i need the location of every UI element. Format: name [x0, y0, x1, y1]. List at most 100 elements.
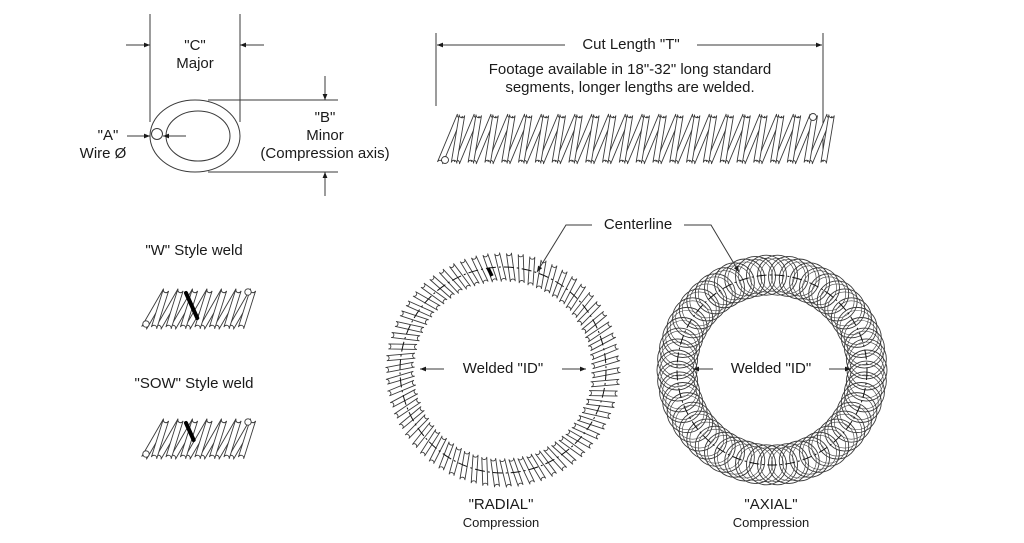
- radial-coil-loop: [386, 352, 416, 362]
- weld-spring-strand: [179, 419, 199, 459]
- axial-coil-loop: [724, 440, 766, 482]
- weld-spring-strand: [165, 419, 184, 459]
- weld-spring-strand: [208, 419, 228, 459]
- axial-coil-loop: [757, 254, 798, 296]
- cut-length-note-line1: Footage available in 18"-32" long standa…: [488, 61, 772, 78]
- a-dimension-desc: Wire Ø: [79, 145, 127, 162]
- cut-length-dimension: [435, 33, 824, 162]
- axial-coil-loop: [746, 254, 787, 296]
- axial-coil-loop-inner: [665, 385, 701, 420]
- weld-spring-strand: [223, 419, 242, 459]
- axial-coil-loop: [843, 327, 885, 369]
- axial-coil-loop: [830, 297, 872, 339]
- radial-coil-loop: [405, 300, 435, 318]
- axial-coil-loop: [704, 431, 745, 473]
- axial-coil-loop: [799, 431, 840, 473]
- axial-coil-loop-inner: [802, 434, 837, 470]
- b-dimension-label: "B": [314, 109, 336, 126]
- weld-spring-strand: [150, 419, 170, 459]
- radial-coil-loop: [471, 255, 489, 284]
- axial-coil-loop-inner: [802, 270, 837, 306]
- axial-coil-loop-inner: [839, 395, 875, 430]
- weld-spring-end-left: [142, 320, 150, 328]
- weld-spring-end-right: [244, 418, 252, 426]
- coil-front-strand: [669, 114, 684, 164]
- axial-centerline: [676, 274, 868, 466]
- weld-spring-strand: [179, 289, 199, 329]
- axial-compression-ring: [656, 254, 888, 486]
- axial-coil-loop-inner: [669, 310, 705, 345]
- centerline-leader-radial: [536, 224, 592, 273]
- radial-coil-loop: [438, 268, 463, 294]
- axial-coil-loop-inner: [681, 291, 717, 327]
- axial-coil-loop-inner: [781, 443, 817, 479]
- axial-coil-loop: [768, 255, 809, 297]
- radial-title: "RADIAL": [468, 496, 534, 513]
- axial-coil-loop: [662, 317, 704, 358]
- coil-front-strand: [484, 114, 499, 164]
- axial-coil-loop-inner: [819, 421, 855, 457]
- coil-front-strand: [534, 114, 550, 164]
- axial-coil-loop: [757, 444, 798, 486]
- radial-welded-id-label: Welded "ID": [462, 360, 544, 377]
- weld-spring-strand: [150, 289, 170, 329]
- axial-coil-loop-inner: [847, 330, 882, 366]
- weld-spring-end-right: [244, 288, 252, 296]
- radial-compression-ring: [385, 252, 621, 488]
- radial-centerline: [399, 266, 607, 474]
- axial-coil-loop: [724, 258, 766, 300]
- axial-coil-loop-inner: [827, 413, 863, 449]
- a-dimension-label: "A": [97, 127, 119, 144]
- axial-coil-loop: [808, 425, 850, 467]
- radial-coil-loop: [544, 264, 558, 294]
- radial-coil-loop: [399, 310, 429, 326]
- coil-front-strand: [467, 114, 482, 164]
- axial-coil-loop-inner: [689, 283, 725, 319]
- axial-coil-loop: [768, 443, 809, 485]
- weld-spring-strand: [194, 289, 213, 329]
- centerline-leaders: [536, 224, 740, 273]
- axial-coil-loop: [778, 440, 820, 482]
- axial-coil-loop-inner: [662, 330, 697, 366]
- weld-spring-strand: [208, 289, 228, 329]
- coil-front-strand: [501, 114, 516, 164]
- coil-front-strand: [686, 114, 701, 164]
- axial-welded-id-label: Welded "ID": [730, 360, 812, 377]
- axial-coil-loop-inner: [771, 446, 806, 481]
- axial-coil-loop: [672, 401, 714, 443]
- weld-spring-strand: [223, 289, 242, 329]
- cut-length-note-line2: segments, longer lengths are welded.: [505, 79, 755, 96]
- axial-coil-loop-inner: [675, 404, 710, 440]
- axial-coil-loop: [659, 371, 701, 413]
- axial-coil-loop-inner: [707, 434, 742, 470]
- axial-coil-loop-inner: [669, 395, 705, 430]
- weld-spring-strand: [165, 289, 184, 329]
- axial-coil-loop-inner: [847, 374, 882, 410]
- axial-coil-loop: [735, 255, 776, 297]
- radial-coil-loop: [571, 422, 601, 440]
- coil-front-strand: [602, 114, 617, 164]
- axial-coil-loop-inner: [839, 310, 875, 345]
- sow-style-weld-spring: [141, 418, 257, 460]
- coil-end-left: [441, 156, 449, 164]
- radial-coil-loop: [391, 332, 421, 342]
- coil-front-strand: [450, 114, 466, 164]
- wire-circle: [151, 128, 163, 140]
- centerline-leader-axial: [684, 224, 740, 273]
- radial-subtitle: Compression: [462, 515, 540, 530]
- axial-coil-loop-inner: [727, 261, 763, 297]
- axial-coil-loop: [840, 382, 882, 423]
- radial-weld-bead: [486, 267, 494, 277]
- axial-subtitle: Compression: [732, 515, 810, 530]
- axial-coil-loop-inner: [811, 276, 847, 312]
- axial-coil-loop: [666, 392, 708, 434]
- radial-coil-loop: [404, 414, 430, 439]
- axial-coil-loop: [704, 267, 745, 309]
- coil-front-strand: [585, 114, 600, 164]
- w-style-weld-spring: [141, 288, 257, 330]
- coil-front-strand: [719, 114, 734, 164]
- coil-front-strand: [551, 114, 566, 164]
- weld-spring-end-left: [142, 450, 150, 458]
- axial-coil-loop: [799, 267, 840, 309]
